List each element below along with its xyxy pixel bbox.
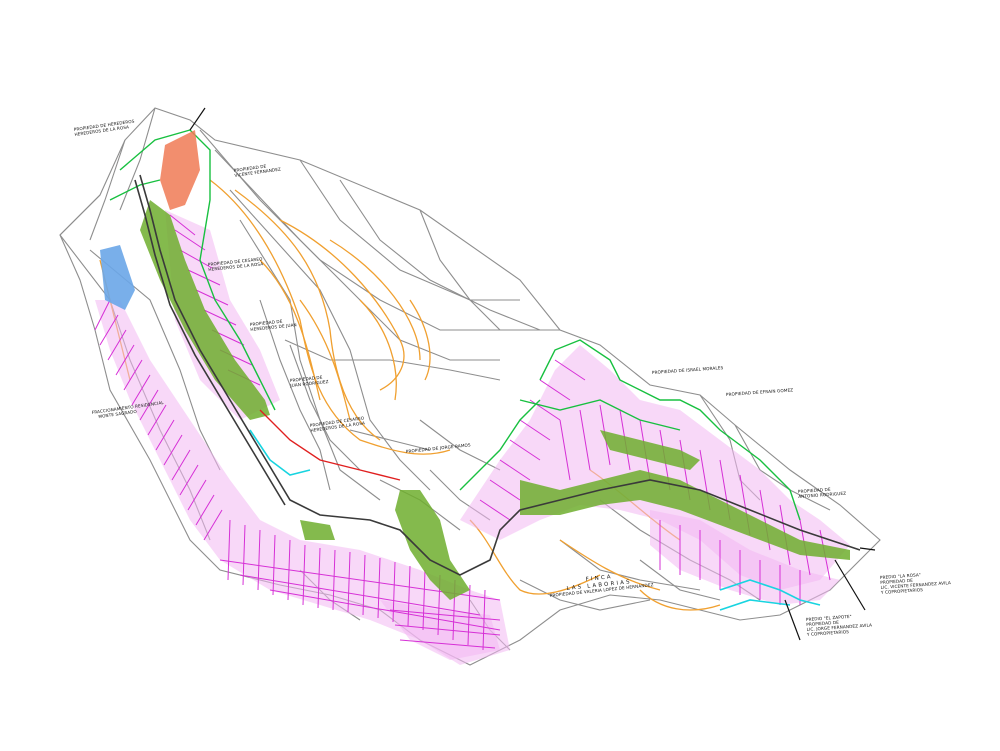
label-propiedad-herederos-1: PROPIEDAD DE HEREDEROSHEREDEROS DE LA RO… <box>73 118 135 136</box>
residential-lots <box>94 210 850 665</box>
owner-labels: PROPIEDAD DE HEREDEROSHEREDEROS DE LA RO… <box>73 118 951 637</box>
label-propiedad-antonio: PROPIEDAD DEANTONIO RODRIGUEZ <box>798 486 847 499</box>
green-areas <box>140 200 850 600</box>
label-propiedad-israel: PROPIEDAD DE ISRAEL MORALES <box>652 365 724 375</box>
label-propiedad-efrain: PROPIEDAD DE EFRAIN GOMEZ <box>726 387 794 397</box>
survey-axis-lines <box>189 107 876 641</box>
label-propiedad-cesareo: PROPIEDAD DE CESAREOHEREDEROS DE LA ROSA <box>208 256 264 272</box>
main-road <box>134 174 861 576</box>
label-predio-el-zapote: PREDIO "EL ZAPOTE"PROPIEDAD DELIC. JORGE… <box>805 612 873 637</box>
label-predio-la-rosa: PREDIO "LA ROSA"PROPIEDAD DELIC. VICENTE… <box>879 570 952 595</box>
boundary-lines <box>109 129 801 521</box>
label-propiedad-jorge: PROPIEDAD DE JORGE RAMOS <box>406 442 472 454</box>
special-areas <box>100 130 821 611</box>
label-propiedad-vicente: PROPIEDAD DEVICENTE FERNANDEZ <box>233 162 281 178</box>
label-propiedad-de: PROPIEDAD DEJUAN RODRIGUEZ <box>289 374 329 388</box>
label-propiedad-herederos-2: PROPIEDAD DEHEREDEROS DE JUAN <box>250 317 297 332</box>
